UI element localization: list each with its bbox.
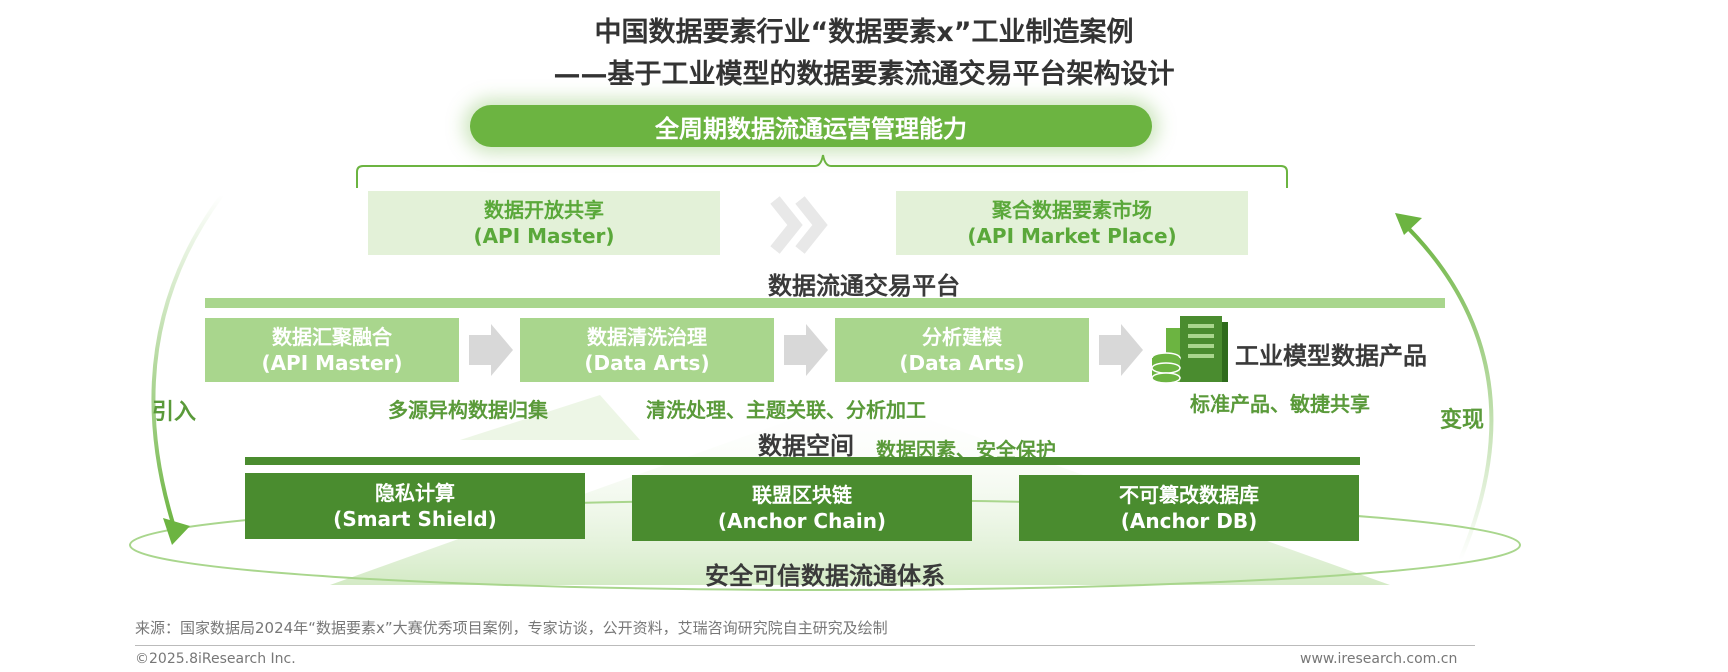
data-market-sub: (API Market Place): [967, 224, 1177, 248]
chevron-2: [795, 196, 828, 254]
arrow-right-icon: [469, 324, 513, 376]
data-market-box: 聚合数据要素市场 (API Market Place): [896, 191, 1248, 255]
data-open-share-label: 数据开放共享: [484, 198, 604, 222]
top-brace: [356, 154, 1288, 188]
data-market-label: 聚合数据要素市场: [992, 198, 1152, 222]
pipeline-box-clean: 数据清洗治理 (Data Arts): [520, 318, 774, 382]
product-label: 工业模型数据产品: [1235, 342, 1427, 370]
security-box-chain: 联盟区块链 (Anchor Chain): [632, 475, 972, 541]
pipeline-box-aggregate: 数据汇聚融合 (API Master): [205, 318, 459, 382]
data-space-title: 数据空间: [758, 432, 854, 460]
pipeline-box-model: 分析建模 (Data Arts): [835, 318, 1089, 382]
arrow-right-icon: [1099, 324, 1143, 376]
pipeline-label: 数据清洗治理: [587, 325, 707, 349]
side-label-monetize: 变现: [1440, 408, 1485, 433]
security-sub: (Anchor Chain): [717, 509, 887, 533]
caption-product: 标准产品、敏捷共享: [1190, 392, 1370, 416]
chevron-1: [770, 196, 803, 254]
arrow-right-icon: [784, 324, 828, 376]
data-space-bar: [245, 457, 1360, 465]
pipeline-label: 数据汇聚融合: [272, 325, 392, 349]
light-beam-left: [460, 395, 640, 440]
pipeline-sub: (Data Arts): [899, 351, 1025, 375]
pipeline-sub: (API Master): [261, 351, 403, 375]
security-box-db: 不可篡改数据库 (Anchor DB): [1019, 475, 1359, 541]
source-note: 来源：国家数据局2024年“数据要素x”大赛优秀项目案例，专家访谈，公开资料，艾…: [135, 619, 888, 637]
security-sub: (Anchor DB): [1120, 509, 1258, 533]
side-label-import: 引入: [152, 400, 197, 425]
security-box-privacy: 隐私计算 (Smart Shield): [245, 473, 585, 539]
pipeline-sub: (Data Arts): [584, 351, 710, 375]
security-label: 不可篡改数据库: [1119, 483, 1259, 507]
footer-divider: [135, 645, 1475, 646]
caption-clean: 清洗处理、主题关联、分析加工: [646, 398, 926, 422]
security-label: 联盟区块链: [752, 483, 852, 507]
server-database-icon: [1151, 316, 1228, 384]
security-label: 隐私计算: [375, 481, 455, 505]
right-arc: [1398, 218, 1494, 561]
left-arc-arrowhead: [163, 518, 190, 545]
security-sub: (Smart Shield): [333, 507, 497, 531]
base-system-title: 安全可信数据流通体系: [705, 562, 945, 590]
right-arc-arrowhead: [1395, 213, 1422, 235]
data-open-share-box: 数据开放共享 (API Master): [368, 191, 720, 255]
left-arc: [151, 193, 224, 531]
pipeline-label: 分析建模: [922, 325, 1002, 349]
page-title: 中国数据要素行业“数据要素x”工业制造案例: [594, 17, 1134, 48]
website-link[interactable]: www.iresearch.com.cn: [1300, 651, 1458, 667]
top-capability-pill: 全周期数据流通运营管理能力: [470, 105, 1152, 147]
platform-bar: [205, 298, 1445, 308]
caption-aggregate: 多源异构数据归集: [388, 398, 548, 422]
copyright: ©2025.8iResearch Inc.: [135, 651, 296, 667]
platform-title: 数据流通交易平台: [768, 272, 960, 300]
data-open-share-sub: (API Master): [473, 224, 615, 248]
page-subtitle: ——基于工业模型的数据要素流通交易平台架构设计: [553, 59, 1175, 90]
